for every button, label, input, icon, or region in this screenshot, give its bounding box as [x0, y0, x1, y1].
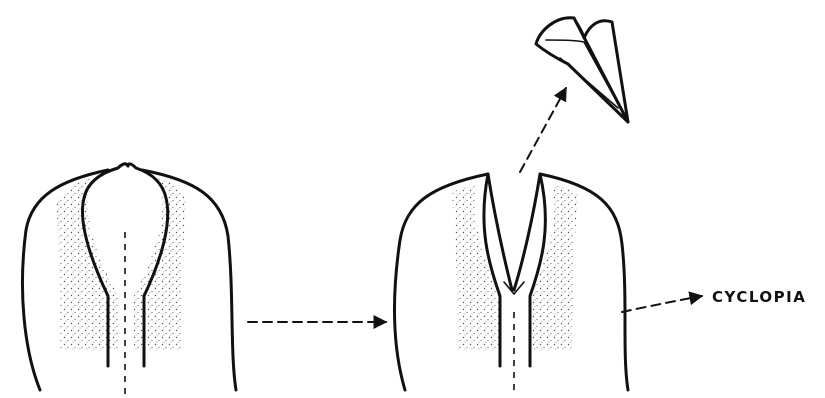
cyclopia-label: CYCLOPIA	[712, 288, 806, 306]
intact-right-stipple	[134, 178, 186, 350]
intact-outer-outline	[22, 170, 236, 390]
excised-structure	[395, 174, 628, 396]
intact-structure	[22, 164, 236, 396]
outcome-arrow	[622, 296, 702, 312]
excised-wedge-outline	[536, 18, 628, 122]
excised-left-stipple	[452, 186, 500, 350]
excised-wedge	[536, 18, 628, 122]
excision-arrow	[520, 88, 566, 172]
